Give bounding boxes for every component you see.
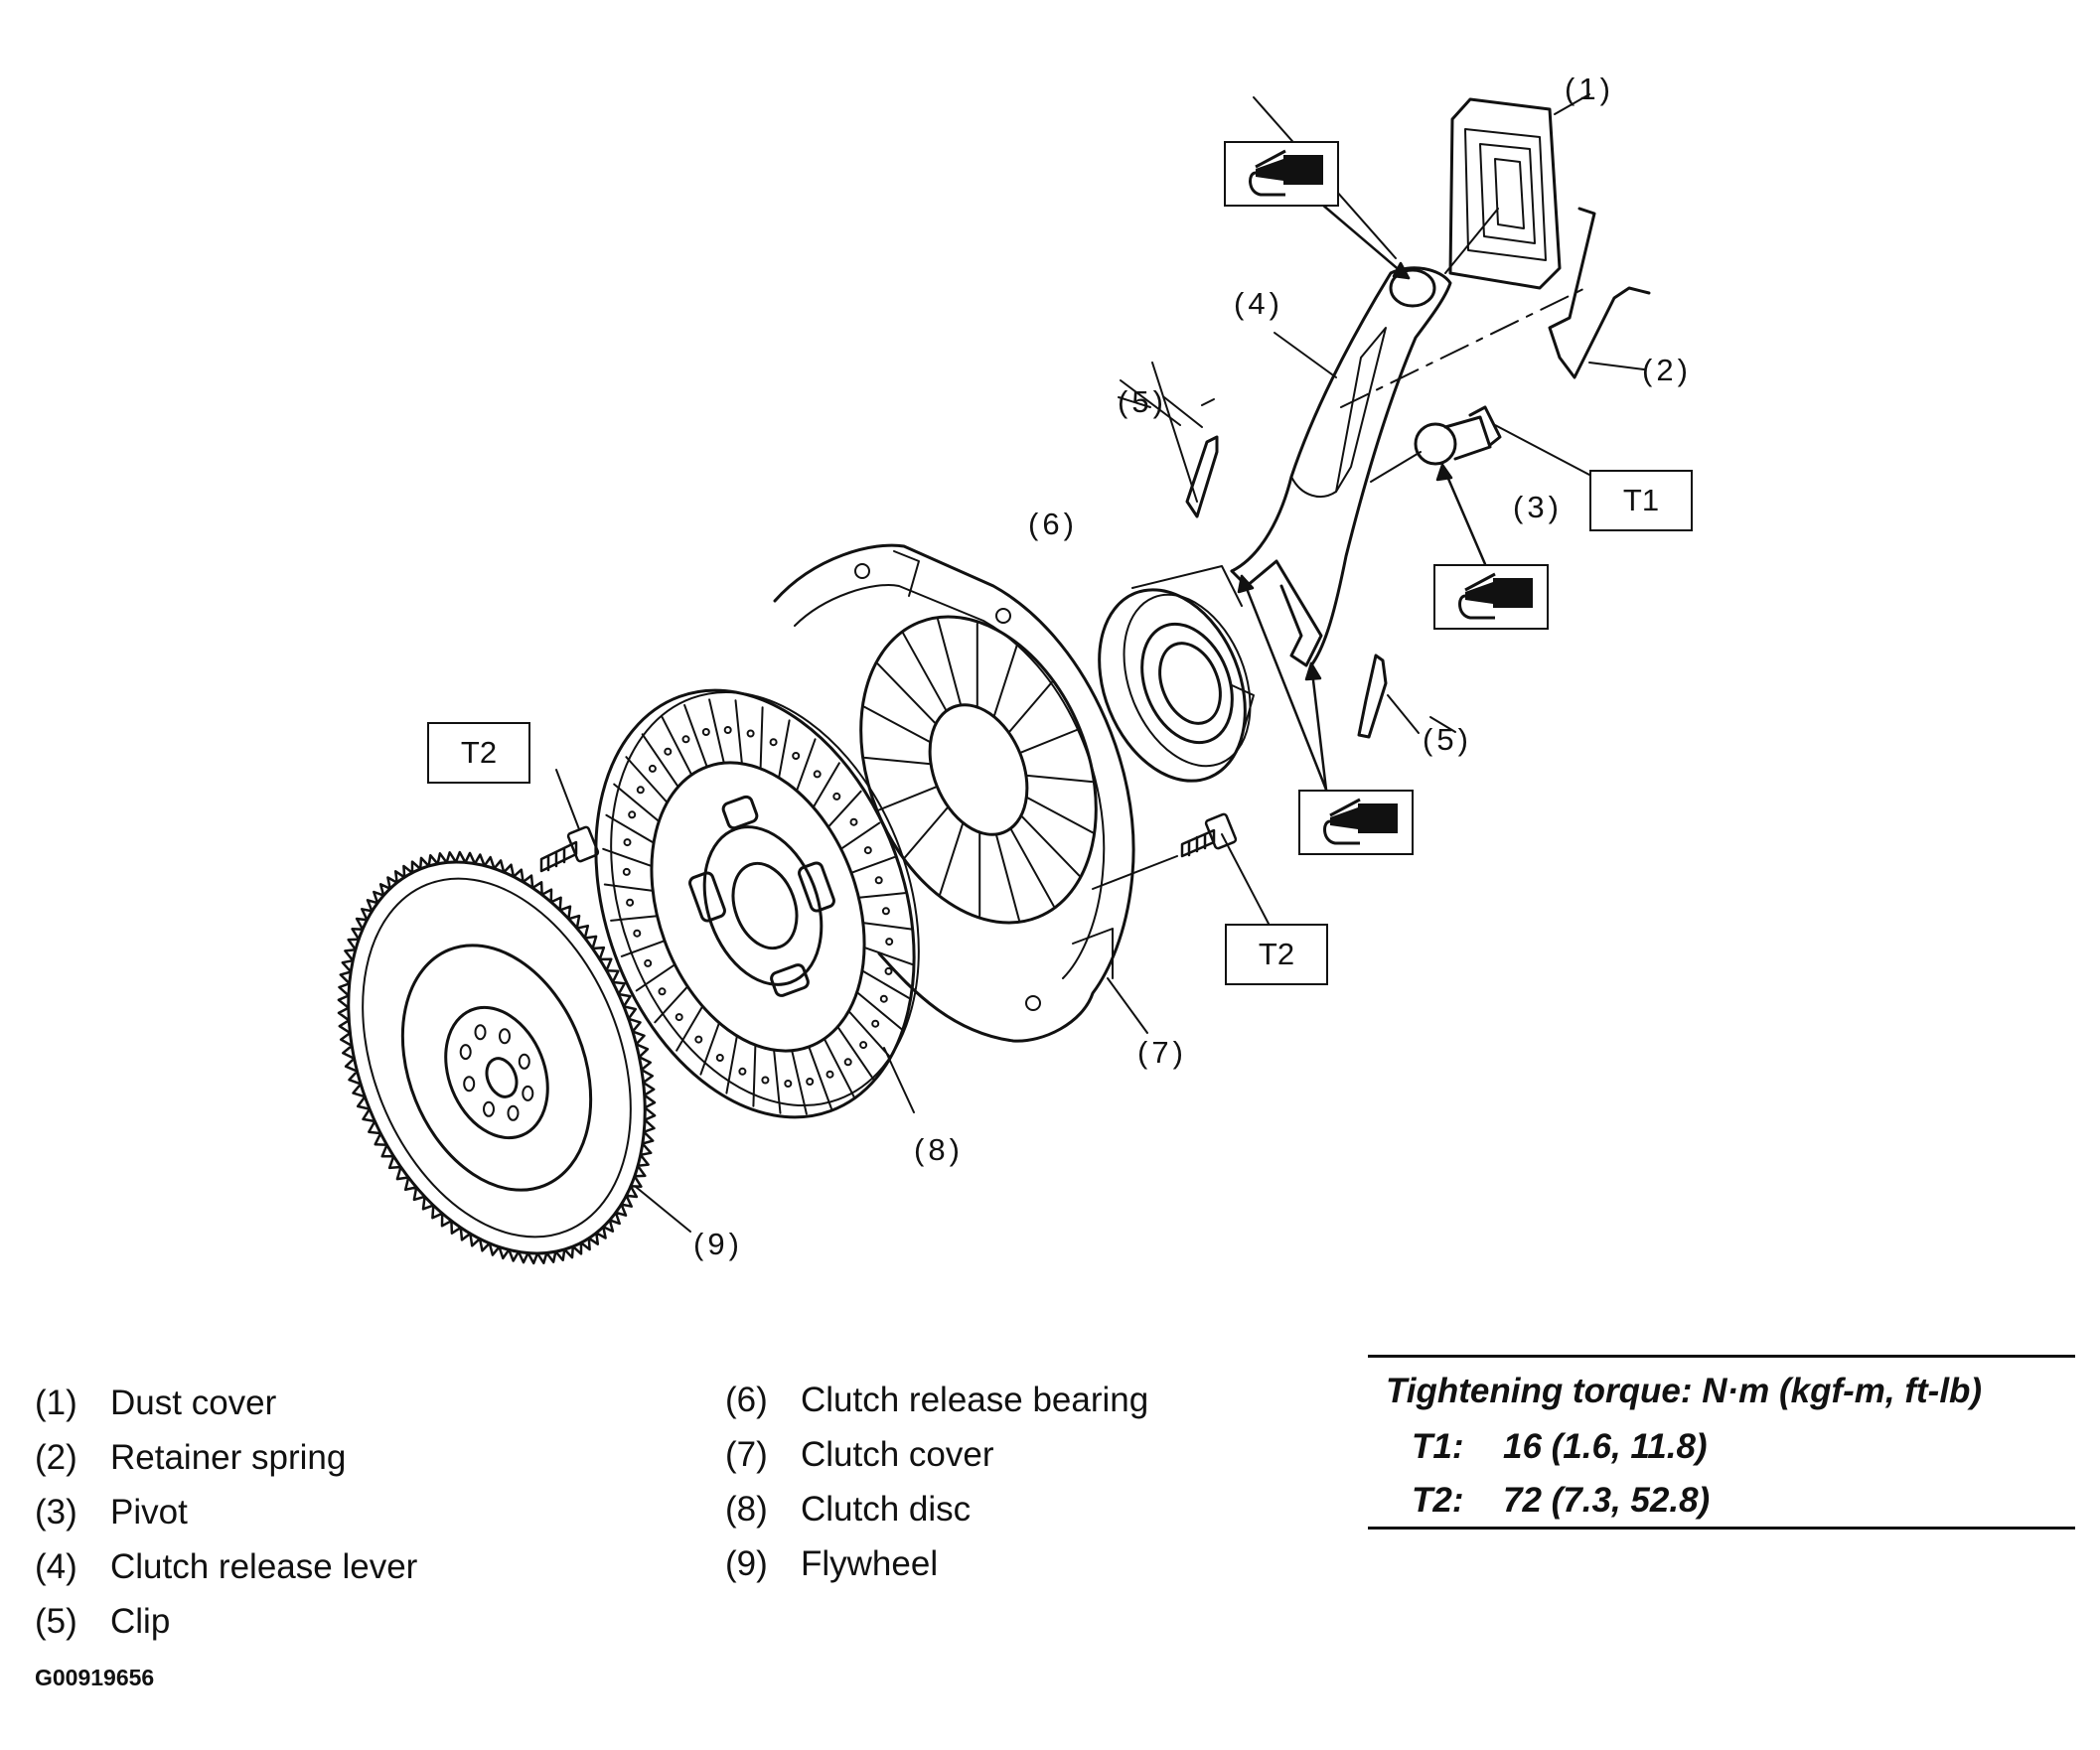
callout-5-lower: (5): [1423, 722, 1472, 757]
torque-row-t2: T2:72 (7.3, 52.8): [1412, 1481, 1711, 1520]
clip-lower: [1357, 654, 1388, 739]
grease-arrows: [1237, 202, 1487, 792]
grease-gun-icon: [1458, 572, 1533, 620]
callout-3: (3): [1513, 490, 1563, 524]
legend-item: (5)Clip: [35, 1602, 171, 1641]
legend-item: (3)Pivot: [35, 1493, 188, 1531]
bolt-t2-left: [539, 825, 600, 873]
torque-box-t2-left: T2: [427, 722, 530, 784]
exploded-clutch-diagram: [337, 93, 1651, 1265]
legend-right: (6)Clutch release bearing (7)Clutch cove…: [725, 1373, 1148, 1591]
callout-9: (9): [693, 1227, 743, 1261]
callout-1: (1): [1565, 72, 1614, 106]
callout-8: (8): [914, 1132, 964, 1167]
bolt-t2-right: [1180, 812, 1238, 858]
legend-item: (2)Retainer spring: [35, 1438, 347, 1477]
retainer-spring: [1548, 207, 1651, 379]
flywheel: [337, 850, 657, 1265]
torque-box-t2-right: T2: [1225, 924, 1328, 985]
legend-item: (9)Flywheel: [725, 1544, 939, 1583]
dust-cover: [1448, 97, 1562, 290]
legend-item: (7)Clutch cover: [725, 1435, 994, 1474]
legend-item: (8)Clutch disc: [725, 1490, 972, 1529]
legend-item: (1)Dust cover: [35, 1384, 277, 1422]
clutch-cover: [773, 543, 1135, 1043]
legend-item: (4)Clutch release lever: [35, 1547, 418, 1586]
grease-gun-icon: [1249, 149, 1323, 197]
clip-upper: [1185, 435, 1219, 518]
torque-table-title: Tightening torque: N·m (kgf-m, ft-lb): [1386, 1372, 1983, 1410]
leader-lines: [555, 93, 1645, 1233]
callout-4: (4): [1234, 286, 1283, 321]
callout-7: (7): [1137, 1035, 1187, 1070]
figure-id: G00919656: [35, 1665, 155, 1690]
legend-item: (6)Clutch release bearing: [725, 1381, 1149, 1419]
clutch-release-bearing: [1098, 565, 1255, 783]
legend-left: (1)Dust cover (2)Retainer spring (3)Pivo…: [35, 1376, 417, 1649]
grease-symbol-box-top: [1224, 141, 1339, 207]
torque-row-t1: T1:16 (1.6, 11.8): [1412, 1427, 1708, 1466]
grease-gun-icon: [1323, 798, 1398, 845]
callout-5-upper: (5): [1118, 384, 1167, 419]
tightening-torque-table: Tightening torque: N·m (kgf-m, ft-lb) T1…: [1368, 1355, 2075, 1530]
grease-symbol-box-middle: [1433, 564, 1549, 630]
callout-2: (2): [1642, 353, 1692, 387]
grease-symbol-box-bottom: [1298, 790, 1414, 855]
callout-6: (6): [1028, 507, 1078, 541]
clutch-release-lever: [1230, 266, 1452, 667]
clutch-disc: [594, 688, 920, 1119]
pivot: [1414, 405, 1502, 466]
torque-box-t1: T1: [1589, 470, 1693, 531]
